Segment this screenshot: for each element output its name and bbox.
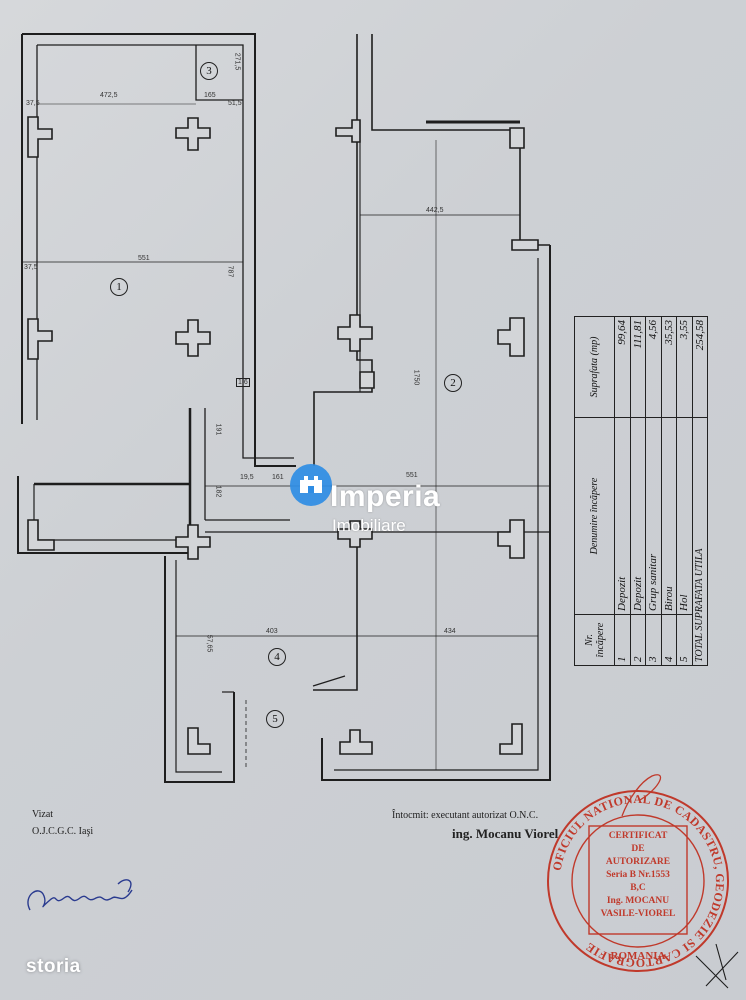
wall-room-3 bbox=[195, 45, 243, 101]
dimension-label: 37,5 bbox=[24, 264, 38, 271]
column bbox=[339, 729, 373, 755]
column bbox=[497, 519, 525, 559]
room-number-2: 2 bbox=[444, 374, 462, 392]
column bbox=[175, 524, 211, 560]
vizat-label: Vizat bbox=[32, 809, 54, 820]
dimension-label: 19,5 bbox=[240, 474, 254, 481]
official-stamp: OFICIUL NATIONAL DE CADASTRU, GEODEZIE S… bbox=[543, 786, 733, 976]
engineer-name: ing. Mocanu Viorel bbox=[452, 826, 559, 841]
watermark-sub: Imobiliare bbox=[332, 516, 406, 535]
stamp-ring-icon: OFICIUL NATIONAL DE CADASTRU, GEODEZIE S… bbox=[547, 790, 729, 972]
room-number-4: 4 bbox=[268, 648, 286, 666]
wall-left-inner-top bbox=[37, 44, 294, 459]
wall-right-outer bbox=[321, 245, 551, 781]
dimension-label: 442,5 bbox=[426, 207, 444, 214]
column bbox=[509, 127, 525, 149]
room-number-5: 5 bbox=[266, 710, 284, 728]
stamp-country: ROMANIA bbox=[610, 950, 666, 962]
dimension-label: 1,6 bbox=[236, 378, 250, 387]
column bbox=[335, 119, 361, 143]
dimension-label: 165 bbox=[204, 92, 216, 99]
imperia-watermark: Imperia Imobiliare bbox=[286, 462, 466, 542]
column bbox=[27, 519, 55, 551]
wall-lower-left bbox=[17, 476, 195, 554]
wall-outer-left-top bbox=[22, 33, 296, 467]
room-number-1: 1 bbox=[110, 278, 128, 296]
column bbox=[27, 318, 53, 360]
column bbox=[337, 520, 373, 548]
column bbox=[497, 317, 525, 357]
dimension-label: 161 bbox=[272, 474, 284, 481]
dimension-label: 37,5 bbox=[26, 100, 40, 107]
dimension-label: 51,5 bbox=[228, 100, 242, 107]
intocmit-label: Întocmit: executant autorizat O.N.C. bbox=[392, 810, 539, 821]
column bbox=[175, 117, 211, 151]
dimension-label: 551 bbox=[138, 255, 150, 262]
dimension-label: 551 bbox=[406, 472, 418, 479]
ojcgc-label: O.J.C.G.C. Iaşi bbox=[32, 826, 94, 837]
wall-room-4 bbox=[164, 556, 235, 783]
column bbox=[175, 319, 211, 357]
dimension-label: 434 bbox=[444, 628, 456, 635]
watermark-brand: Imperia bbox=[330, 480, 441, 513]
dimension-label: 403 bbox=[266, 628, 278, 635]
column bbox=[27, 116, 53, 158]
column bbox=[187, 727, 211, 755]
storia-badge: storia bbox=[26, 956, 81, 977]
imperia-logo-icon bbox=[290, 464, 332, 506]
room-number-3: 3 bbox=[200, 62, 218, 80]
column bbox=[499, 723, 523, 755]
column bbox=[337, 314, 373, 352]
dimension-label: 472,5 bbox=[100, 92, 118, 99]
